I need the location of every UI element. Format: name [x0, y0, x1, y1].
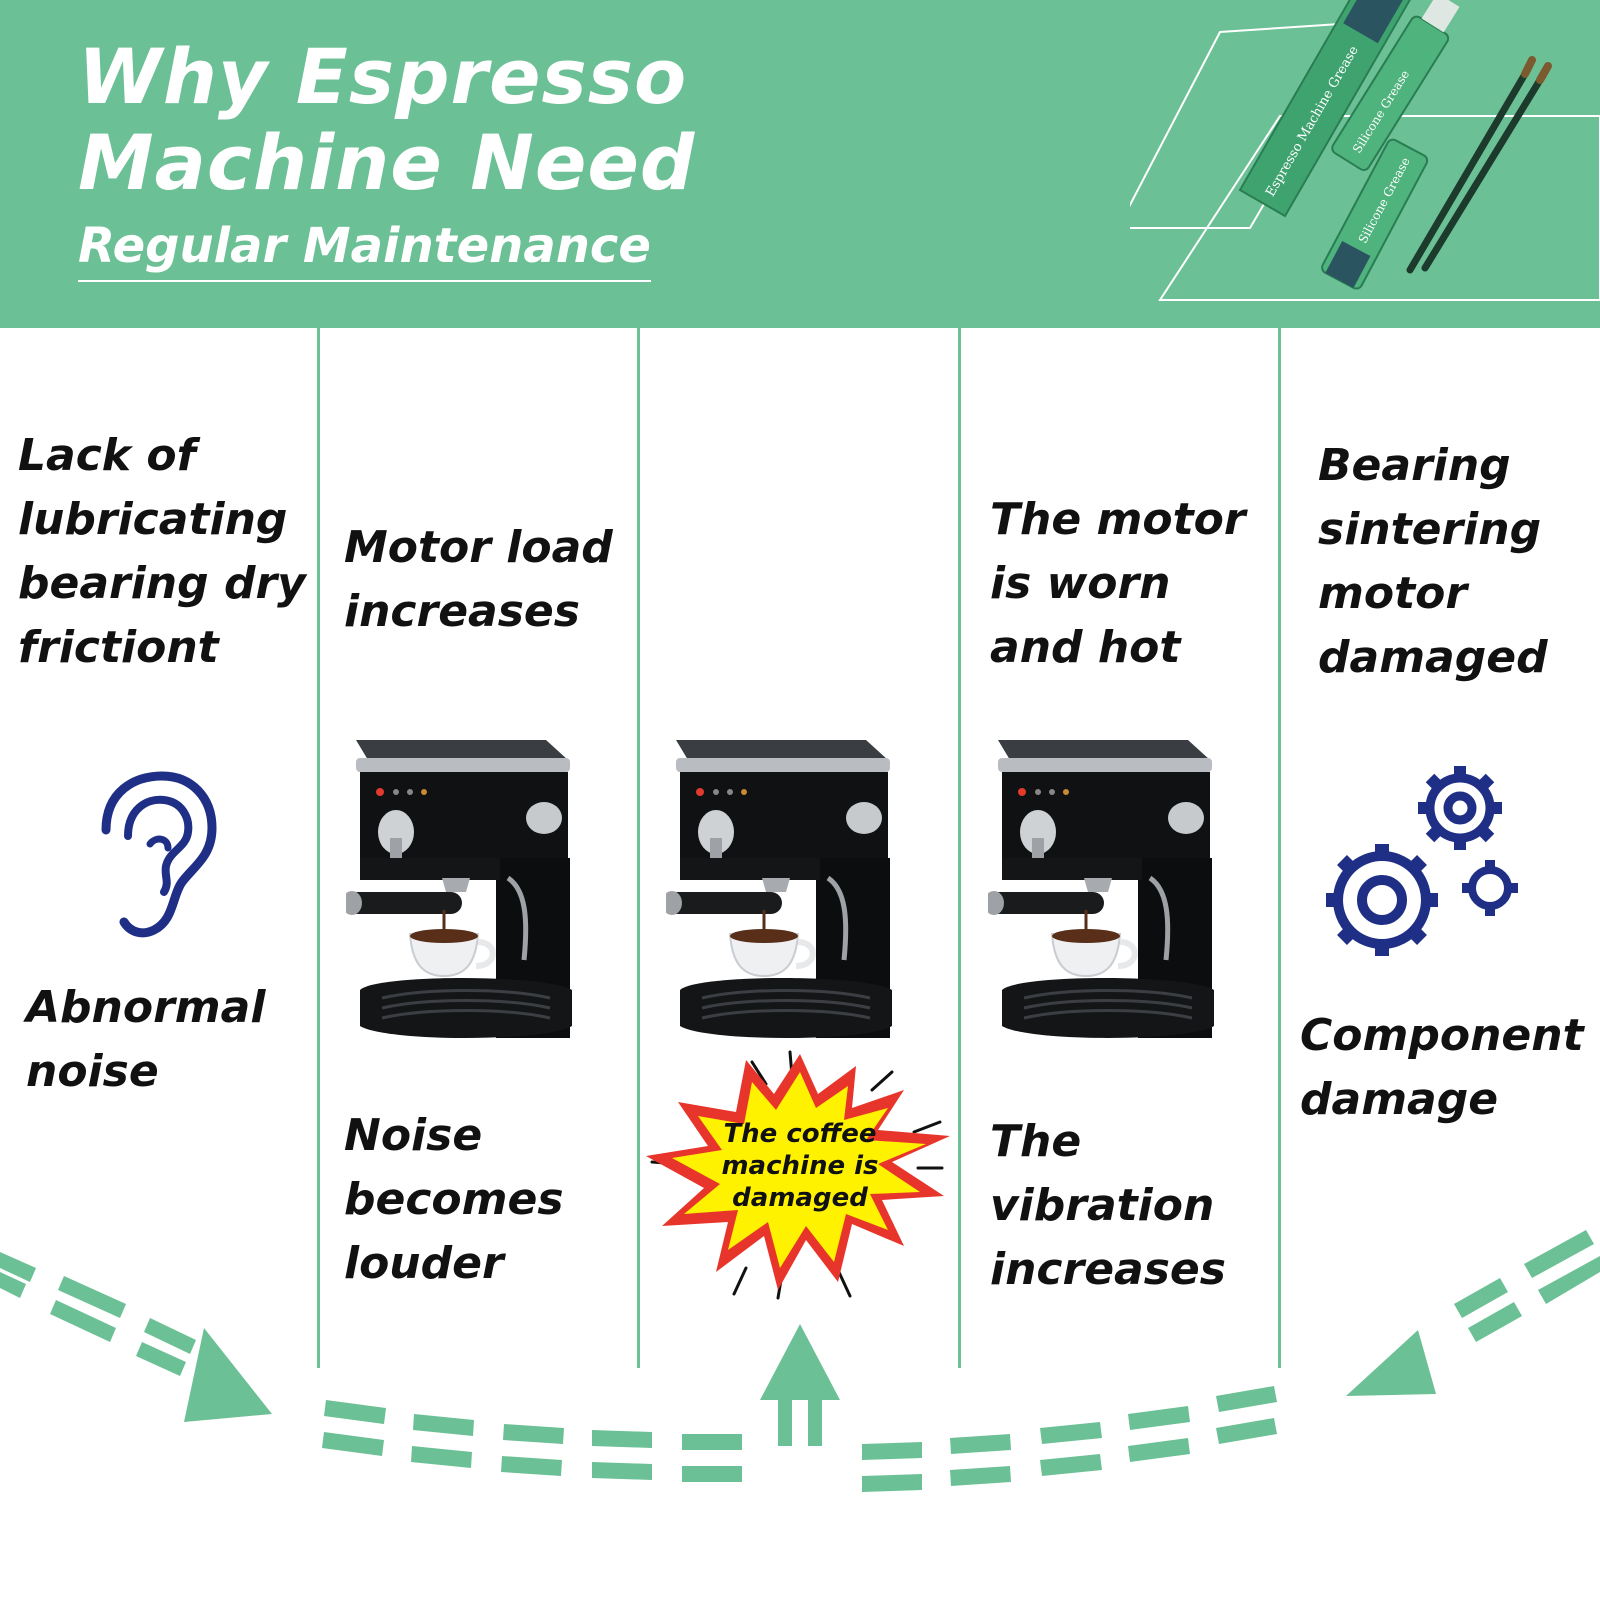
- title-line-2: Machine Need: [78, 118, 696, 207]
- step-2-effect-text: Noise becomes louder: [344, 1110, 564, 1289]
- brush-pair: [1406, 56, 1552, 274]
- flow-arrows: [0, 1230, 1600, 1492]
- damage-burst-icon: [646, 1050, 950, 1300]
- column-divider-4: [1278, 328, 1281, 1368]
- small-gear-icon: [1462, 860, 1518, 916]
- gears-icon: [1326, 766, 1518, 956]
- step-4-effect-text: The vibration increases: [990, 1116, 1226, 1295]
- title-line-1: Why Espresso: [78, 32, 688, 121]
- damage-callout-text: The coffee machine is damaged: [721, 1119, 879, 1213]
- espresso-machine-icon: [346, 730, 586, 1060]
- header-banner: Why Espresso Machine Need Regular Mainte…: [0, 0, 1600, 328]
- column-divider-1: [317, 328, 320, 1368]
- page-title: Why Espresso Machine Need: [78, 34, 695, 206]
- column-divider-3: [958, 328, 961, 1368]
- medium-gear-icon: [1418, 766, 1502, 850]
- step-4-cause-text: The motor is worn and hot: [990, 494, 1246, 673]
- step-2-cause-text: Motor load increases: [344, 522, 613, 637]
- espresso-machine-icon: [666, 730, 906, 1060]
- step-5-effect-text: Component damage: [1300, 1010, 1584, 1125]
- right-flow-dashes: [1454, 1230, 1600, 1342]
- column-divider-2: [637, 328, 640, 1368]
- large-gear-icon: [1326, 844, 1438, 956]
- grease-product-image: Espresso Machine Grease Silicone Grease …: [1130, 0, 1600, 301]
- step-1-cause-text: Lack of lubricating bearing dry friction…: [18, 430, 306, 673]
- step-1-effect-text: Abnormal noise: [26, 982, 266, 1097]
- step-5-cause-text: Bearing sintering motor damaged: [1318, 440, 1548, 683]
- up-arrow-icon: [760, 1324, 840, 1446]
- arrow-right-head-icon: [184, 1328, 272, 1422]
- espresso-machine-icon: [988, 730, 1228, 1060]
- left-flow-dashes: [0, 1252, 196, 1376]
- arrow-left-head-icon: [1346, 1330, 1436, 1396]
- bottom-flow-dashes: [322, 1386, 1277, 1492]
- page-subtitle: Regular Maintenance: [78, 218, 651, 282]
- ear-icon: [101, 771, 217, 938]
